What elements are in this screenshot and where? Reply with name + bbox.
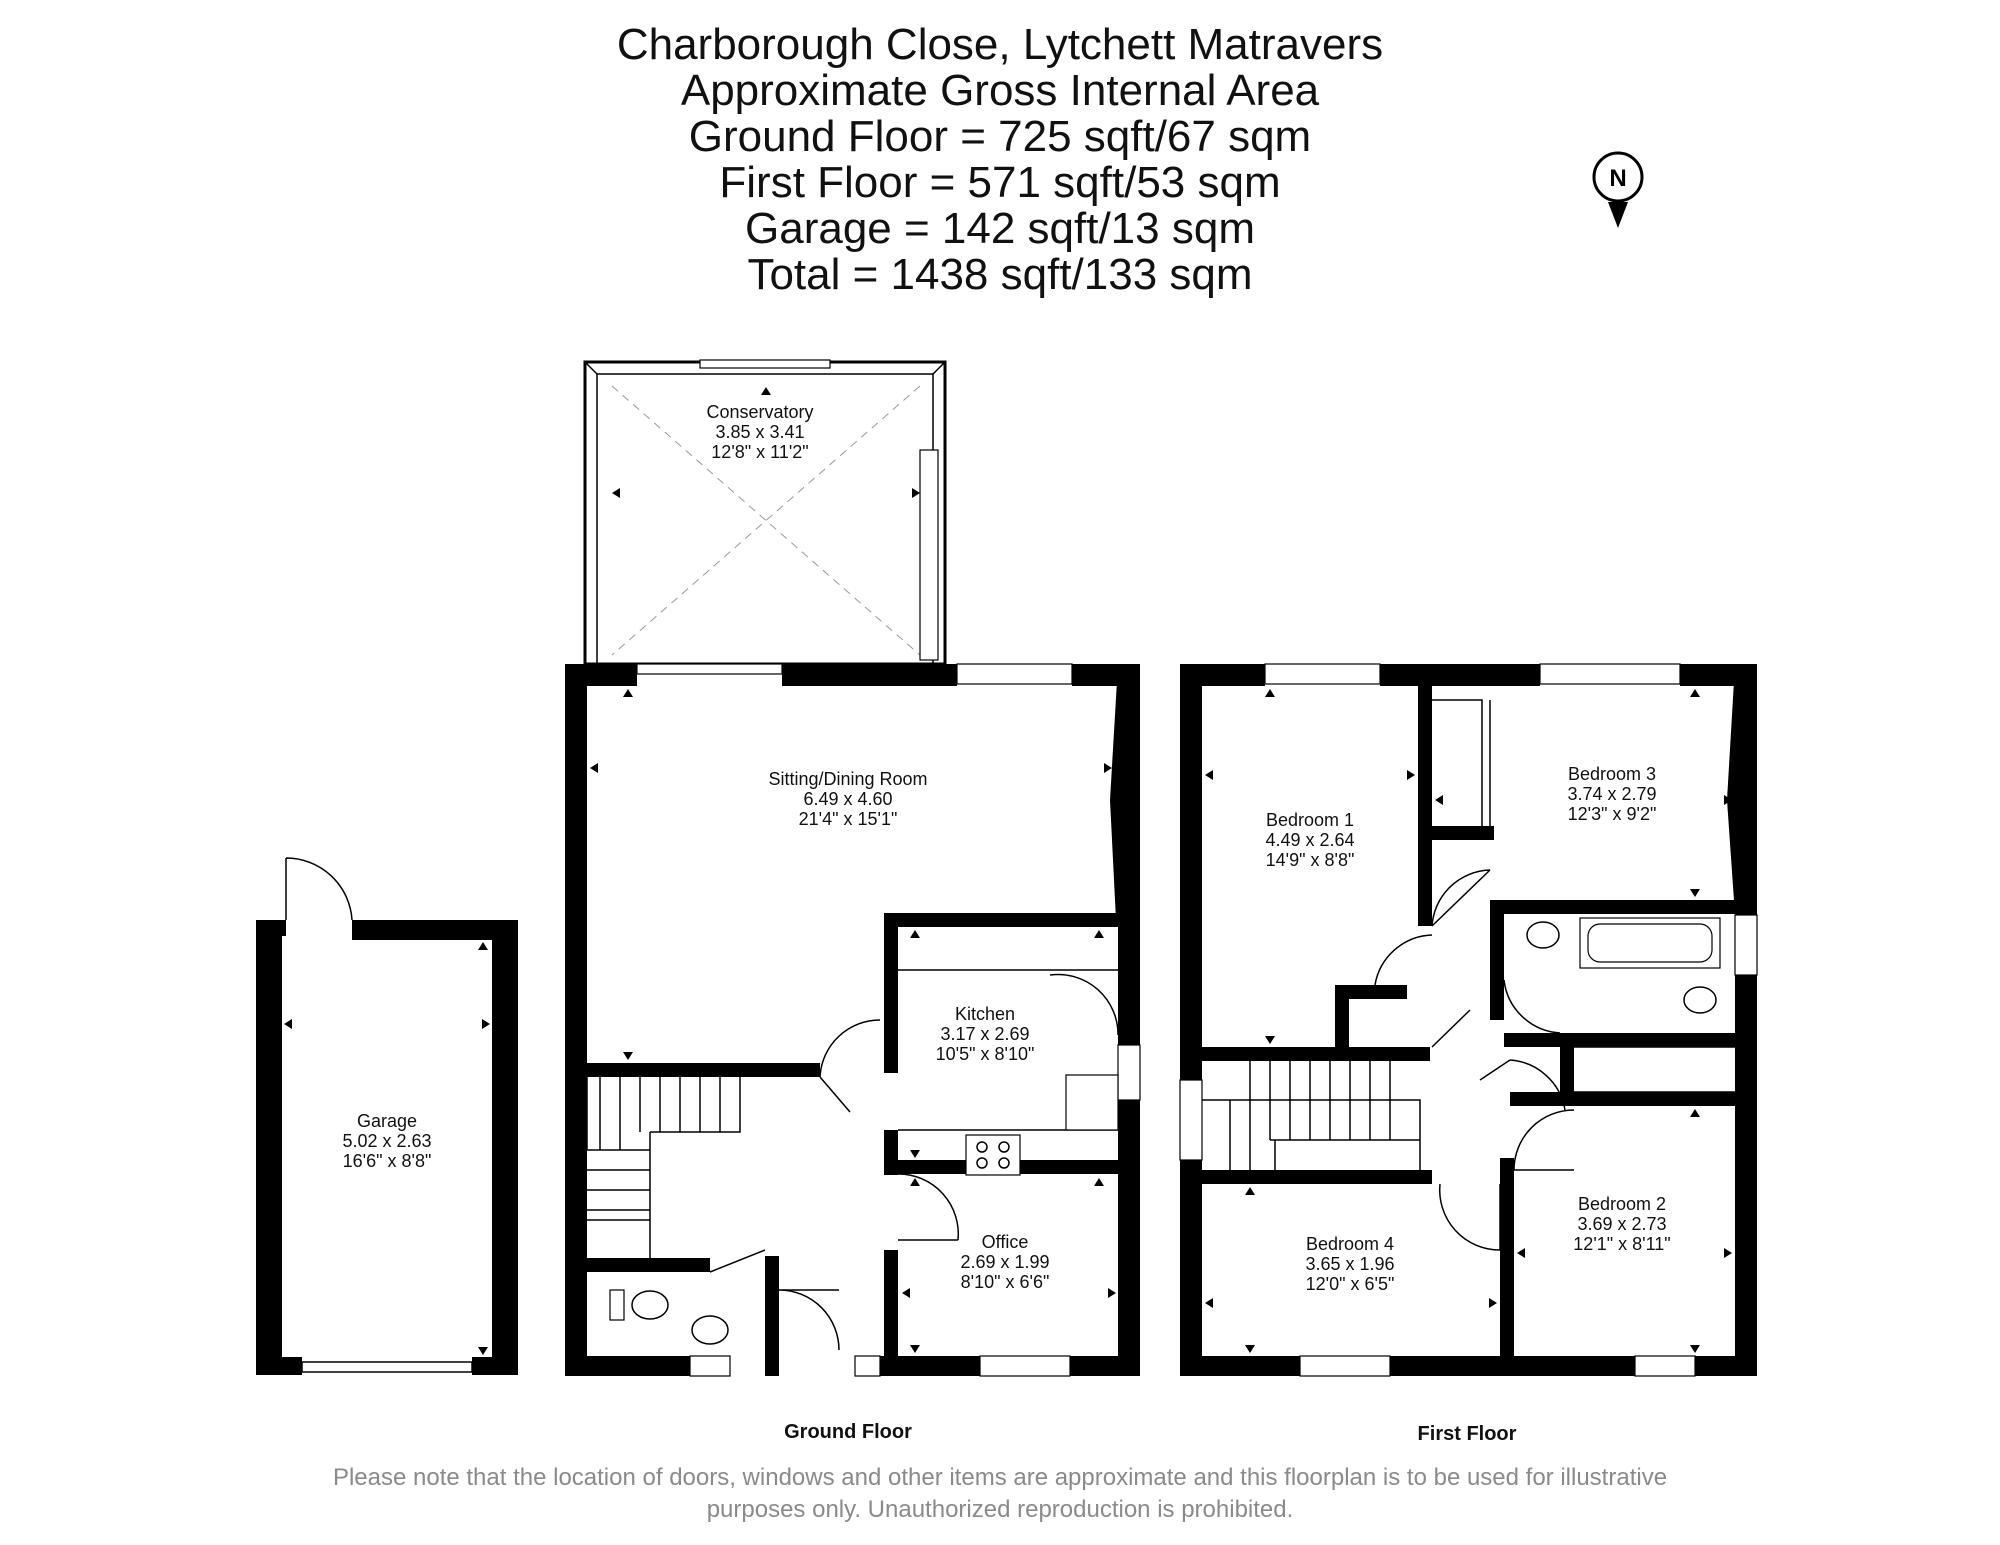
room-label-bedroom-1: Bedroom 1 4.49 x 2.64 14'9" x 8'8" (1265, 810, 1354, 870)
total-area: Total = 1438 sqft/133 sqm (747, 250, 1253, 299)
svg-text:3.65 x 1.96: 3.65 x 1.96 (1305, 1254, 1394, 1274)
room-label-kitchen: Kitchen 3.17 x 2.69 10'5" x 8'10" (936, 1004, 1035, 1064)
svg-text:Bedroom 1: Bedroom 1 (1266, 810, 1354, 830)
svg-text:Office: Office (982, 1232, 1029, 1252)
ground-floor-label: Ground Floor (784, 1421, 912, 1443)
svg-text:Sitting/Dining Room: Sitting/Dining Room (768, 769, 927, 789)
svg-text:8'10" x 6'6": 8'10" x 6'6" (961, 1272, 1050, 1292)
room-label-office: Office 2.69 x 1.99 8'10" x 6'6" (960, 1232, 1049, 1292)
svg-text:Bedroom 2: Bedroom 2 (1578, 1194, 1666, 1214)
svg-text:12'3" x 9'2": 12'3" x 9'2" (1568, 804, 1657, 824)
svg-text:Conservatory: Conservatory (706, 402, 813, 422)
svg-text:3.69 x 2.73: 3.69 x 2.73 (1577, 1214, 1666, 1234)
disclaimer-line-1: Please note that the location of doors, … (332, 1464, 1668, 1491)
svg-text:12'0" x 6'5": 12'0" x 6'5" (1306, 1274, 1395, 1294)
conservatory-plan (583, 359, 947, 666)
room-label-conservatory: Conservatory 3.85 x 3.41 12'8" x 11'2" (706, 402, 813, 462)
disclaimer-text: Please note that the location of doors, … (250, 1462, 1750, 1526)
address-title: Charborough Close, Lytchett Matravers (616, 20, 1384, 69)
disclaimer-line-2: purposes only. Unauthorized reproduction… (706, 1496, 1294, 1523)
room-label-garage: Garage 5.02 x 2.63 16'6" x 8'8" (342, 1111, 431, 1171)
svg-text:12'8" x 11'2": 12'8" x 11'2" (711, 442, 808, 462)
plan-header: Charborough Close, Lytchett Matravers Ap… (0, 22, 2000, 298)
ground-floor-area: Ground Floor = 725 sqft/67 sqm (688, 112, 1312, 161)
svg-text:3.74 x 2.79: 3.74 x 2.79 (1567, 784, 1656, 804)
first-floor-label: First Floor (1418, 1423, 1517, 1445)
svg-text:Garage: Garage (357, 1111, 417, 1131)
svg-text:16'6" x 8'8": 16'6" x 8'8" (343, 1151, 432, 1171)
garage-area: Garage = 142 sqft/13 sqm (745, 204, 1255, 253)
svg-text:3.17 x 2.69: 3.17 x 2.69 (940, 1024, 1029, 1044)
room-label-bedroom-2: Bedroom 2 3.69 x 2.73 12'1" x 8'11" (1573, 1194, 1670, 1254)
north-compass-icon: N (1592, 151, 1644, 228)
svg-text:21'4" x 15'1": 21'4" x 15'1" (799, 809, 898, 829)
svg-text:Bedroom 4: Bedroom 4 (1306, 1234, 1394, 1254)
svg-text:3.85 x 3.41: 3.85 x 3.41 (715, 422, 804, 442)
area-subtitle: Approximate Gross Internal Area (680, 66, 1320, 115)
room-label-bedroom-3: Bedroom 3 3.74 x 2.79 12'3" x 9'2" (1567, 764, 1656, 824)
svg-text:2.69 x 1.99: 2.69 x 1.99 (960, 1252, 1049, 1272)
svg-text:14'9" x 8'8": 14'9" x 8'8" (1266, 850, 1355, 870)
compass-label: N (1609, 165, 1626, 192)
room-label-sitting-dining: Sitting/Dining Room 6.49 x 4.60 21'4" x … (768, 769, 927, 829)
ground-floor-plan (565, 663, 1141, 1377)
first-floor-plan (1179, 663, 1758, 1377)
svg-text:10'5" x 8'10": 10'5" x 8'10" (936, 1044, 1035, 1064)
svg-text:Bedroom 3: Bedroom 3 (1568, 764, 1656, 784)
svg-text:Kitchen: Kitchen (955, 1004, 1015, 1024)
garage-plan (256, 857, 518, 1375)
svg-text:6.49 x 4.60: 6.49 x 4.60 (803, 789, 892, 809)
svg-text:5.02 x 2.63: 5.02 x 2.63 (342, 1131, 431, 1151)
svg-text:4.49 x 2.64: 4.49 x 2.64 (1265, 830, 1354, 850)
svg-text:12'1" x 8'11": 12'1" x 8'11" (1573, 1234, 1670, 1254)
room-label-bedroom-4: Bedroom 4 3.65 x 1.96 12'0" x 6'5" (1305, 1234, 1394, 1294)
first-floor-area: First Floor = 571 sqft/53 sqm (719, 158, 1281, 207)
